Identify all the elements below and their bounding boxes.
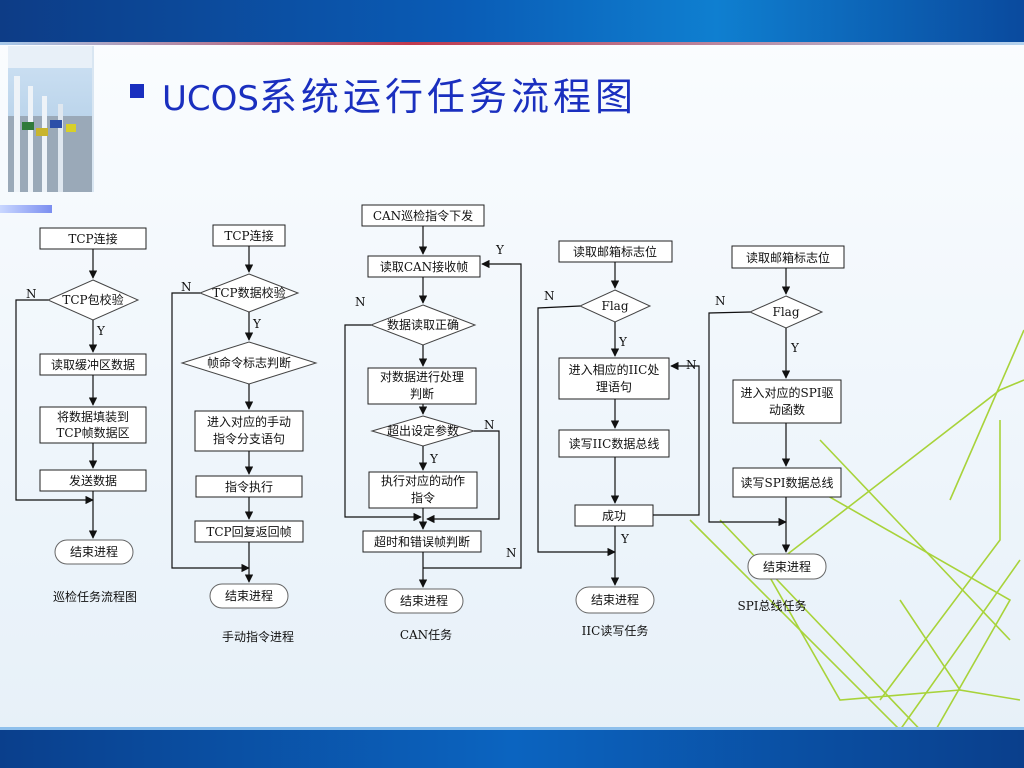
tcp-packet-check-text: TCP包校验 [62, 292, 123, 307]
label-n-can-2: N [484, 418, 495, 432]
success-text: 成功 [602, 509, 626, 523]
flow-can: CAN巡检指令下发 读取CAN接收帧 数据读取正确 N 对数据进行处理 判断 超… [344, 204, 522, 642]
end-process-terminal [54, 539, 134, 565]
iic-enter-box [558, 357, 670, 400]
photo-accent-bar [0, 205, 52, 213]
read-buffer-text: 读取缓冲区数据 [51, 357, 135, 372]
end-process-text-2: 结束进程 [225, 588, 273, 603]
data-read-ok-text: 数据读取正确 [387, 317, 459, 332]
flow-inspection: TCP连接 TCP包校验 Y N 读取缓冲区数据 将数据填装到 TCP帧数据区 … [15, 227, 147, 604]
label-n: N [26, 287, 37, 301]
read-mailbox-box-2 [731, 245, 845, 269]
manual-branch-box [194, 410, 304, 452]
spi-rw-box [732, 467, 842, 498]
label-n-2: N [181, 280, 192, 294]
read-can-frame-text: 读取CAN接收帧 [380, 259, 468, 274]
iic-rw-text: 读写IIC数据总线 [569, 436, 660, 451]
flow-manual: TCP连接 TCP数据校验 Y N 帧命令标志判断 进入对应的手动 指令分支语句… [171, 224, 318, 644]
top-divider [0, 42, 1024, 45]
decorative-lines [689, 329, 1024, 742]
end-process-text-4: 结束进程 [591, 592, 639, 607]
label-y-iic-2: Y [620, 532, 630, 546]
manual-branch-text-1: 进入对应的手动 [207, 414, 291, 429]
end-process-terminal-2 [209, 583, 289, 609]
process-data-text-2: 判断 [410, 386, 434, 401]
fill-frame-text-1: 将数据填装到 [57, 409, 129, 424]
fill-frame-text-2: TCP帧数据区 [56, 425, 129, 440]
execute-action-box [368, 471, 478, 509]
bottom-banner [0, 730, 1024, 768]
manual-branch-text-2: 指令分支语句 [213, 431, 285, 446]
timeout-check-box [362, 530, 482, 553]
read-can-frame-box [367, 255, 481, 278]
tcp-connect-text: TCP连接 [68, 231, 117, 246]
tcp-data-check-text: TCP数据校验 [212, 285, 285, 300]
label-n-can-3: N [506, 546, 517, 560]
end-process-text-5: 结束进程 [763, 559, 811, 574]
title-prefix: UCOS [162, 79, 259, 119]
title-bullet-icon [130, 84, 144, 98]
label-n-spi: N [715, 294, 726, 308]
spi-enter-text-1: 进入对应的SPI驱 [740, 385, 833, 400]
building-photo-image [8, 46, 94, 192]
title-text: 系统运行任务流程图 [258, 75, 637, 119]
process-data-box [367, 367, 477, 405]
end-process-terminal-5 [747, 553, 827, 580]
manual-caption: 手动指令进程 [222, 629, 294, 644]
end-process-terminal-3 [384, 588, 464, 614]
iic-rw-box [558, 429, 670, 458]
label-n-iic-1: N [544, 289, 555, 303]
process-data-text-1: 对数据进行处理 [380, 369, 464, 384]
spi-flag-text: Flag [773, 305, 800, 319]
send-data-text: 发送数据 [69, 473, 117, 488]
spi-caption: SPI总线任务 [737, 598, 806, 613]
flow-spi: 读取邮箱标志位 Flag N Y 进入对应的SPI驱 动函数 读写SPI数据总线… [708, 245, 845, 613]
end-process-terminal-4 [575, 586, 655, 614]
execute-command-text: 指令执行 [225, 479, 273, 494]
label-n-can-1: N [355, 295, 366, 309]
end-process-text: 结束进程 [70, 544, 118, 559]
read-mailbox-text-2: 读取邮箱标志位 [746, 250, 830, 265]
frame-command-judge-text: 帧命令标志判断 [207, 355, 291, 370]
iic-caption: IIC读写任务 [582, 623, 649, 638]
inspection-caption: 巡检任务流程图 [53, 589, 137, 604]
tcp-connect-text-2: TCP连接 [224, 228, 273, 243]
label-y-2: Y [252, 317, 262, 331]
can-caption: CAN任务 [400, 627, 452, 642]
label-y: Y [96, 324, 106, 338]
read-mailbox-text: 读取邮箱标志位 [573, 244, 657, 259]
flow-iic: 读取邮箱标志位 Flag N Y 进入相应的IIC处 理语句 读写IIC数据总线… [537, 240, 700, 638]
label-n-iic-2: N [686, 358, 697, 372]
end-process-text-3: 结束进程 [400, 593, 448, 608]
bottom-divider [0, 727, 1024, 730]
iic-enter-text-1: 进入相应的IIC处 [569, 362, 660, 377]
top-banner [0, 0, 1024, 42]
label-y-spi: Y [790, 341, 800, 355]
can-command-text: CAN巡检指令下发 [373, 208, 473, 223]
label-y-can-1: Y [495, 243, 505, 257]
timeout-check-text: 超时和错误帧判断 [374, 534, 470, 549]
spi-rw-text: 读写SPI数据总线 [740, 475, 833, 490]
iic-enter-text-2: 理语句 [596, 380, 632, 394]
exceed-params-text: 超出设定参数 [387, 423, 459, 438]
execute-action-text-2: 指令 [411, 490, 435, 505]
label-y-iic-1: Y [618, 335, 628, 349]
tcp-reply-text: TCP回复返回帧 [206, 525, 291, 539]
spi-enter-box [732, 379, 842, 424]
label-y-can-2: Y [429, 452, 439, 466]
execute-action-text-1: 执行对应的动作 [381, 473, 465, 488]
iic-flag-text: Flag [602, 299, 629, 313]
slide-title: UCOS系统运行任务流程图 [162, 66, 637, 121]
building-photo-drawing [8, 46, 92, 192]
spi-enter-text-2: 动函数 [769, 402, 805, 417]
